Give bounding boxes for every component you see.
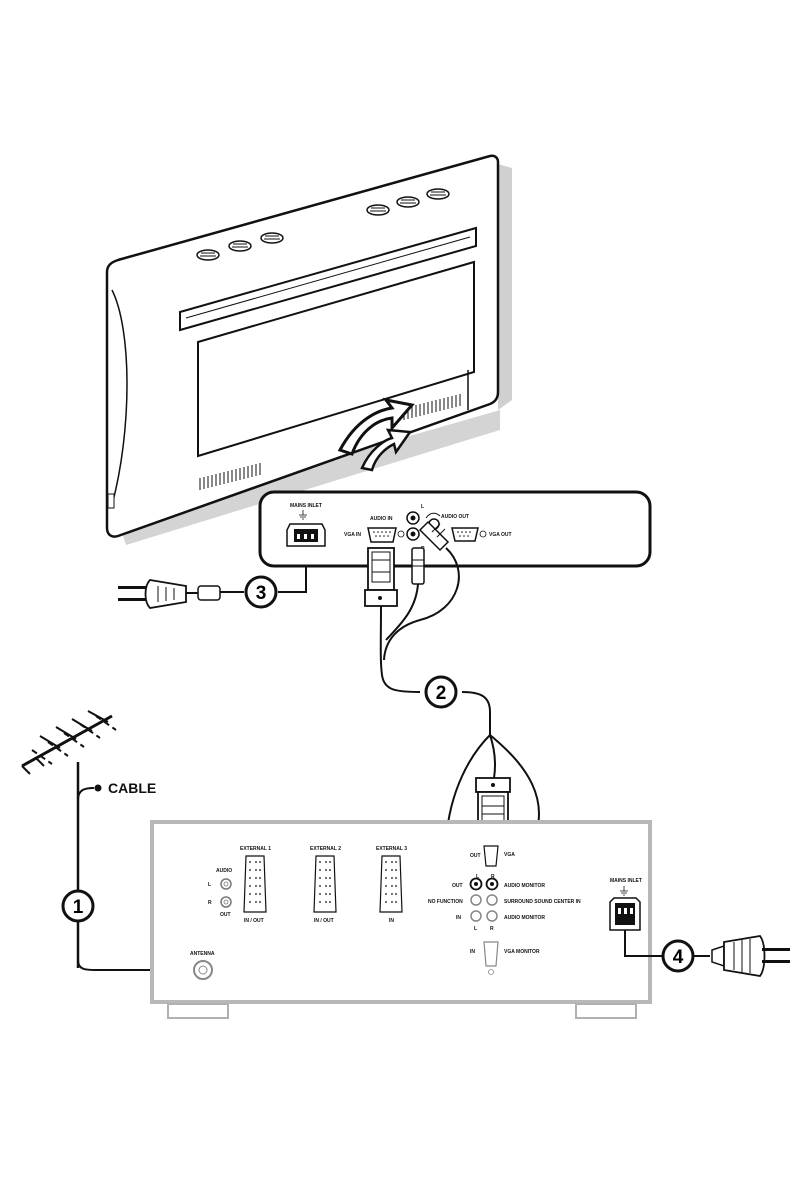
antenna: CABLE 1 (21, 710, 192, 971)
antenna-label: ANTENNA (190, 951, 215, 957)
scart-external-2[interactable] (313, 855, 337, 913)
vga-out-partial-label: VGA (504, 852, 515, 858)
out-row-label: OUT (452, 883, 463, 889)
in-3-label: IN (389, 918, 394, 924)
no-function-jack[interactable] (470, 894, 482, 906)
ground-icon (620, 886, 628, 896)
surround-label: SURROUND SOUND CENTER IN (504, 899, 581, 905)
in-out-1-label: IN / OUT (244, 918, 264, 924)
external-2-label: EXTERNAL 2 (310, 846, 341, 852)
audio-out-label: AUDIO OUT (441, 514, 469, 520)
zoom-arrow-icon (360, 428, 413, 472)
callout-3 (244, 575, 278, 609)
scart-external-1[interactable] (243, 855, 267, 913)
callout-1-number: 1 (73, 897, 84, 918)
tv-mains-inlet-label: MAINS INLET (290, 503, 322, 509)
rx-r-label: R (208, 900, 212, 906)
receiver-vga-out-port[interactable] (483, 845, 499, 867)
row-l2-label: L (474, 926, 477, 932)
tv-rear (105, 154, 512, 545)
vga-monitor-port[interactable] (483, 941, 499, 967)
tv-connector-panel: MAINS INLET AUDIO IN L VGA IN AUDIO OUT … (258, 490, 652, 568)
rx-l-label: L (208, 882, 211, 888)
scart-external-3[interactable] (379, 855, 403, 913)
row-l-label: L (476, 874, 479, 880)
callout-2 (424, 675, 458, 709)
callout-4 (661, 939, 695, 973)
in-row-label: IN (456, 915, 461, 921)
cable-label: CABLE (108, 780, 156, 796)
mains-cable-4: 4 (624, 930, 790, 977)
ground-icon (299, 510, 307, 520)
audio-label: AUDIO (216, 868, 232, 874)
row-r2-label: R (490, 926, 494, 932)
vga-out-label: VGA OUT (489, 532, 512, 538)
mains-cable-3: 3 (118, 566, 307, 609)
vga-out-port[interactable] (451, 527, 479, 542)
rx-mains-inlet-label: MAINS INLET (610, 878, 642, 884)
in-vga-label: IN (470, 949, 475, 955)
audio-in-label: AUDIO IN (370, 516, 393, 522)
vga-plug-top (364, 547, 398, 607)
external-1-label: EXTERNAL 1 (240, 846, 271, 852)
power-plug-icon (723, 935, 766, 977)
in-out-2-label: IN / OUT (314, 918, 334, 924)
external-3-label: EXTERNAL 3 (376, 846, 407, 852)
callout-3-number: 3 (256, 583, 267, 604)
audio-monitor-top-label: AUDIO MONITOR (504, 883, 545, 889)
receiver-box: EXTERNAL 1 EXTERNAL 2 EXTERNAL 3 IN / OU… (150, 820, 652, 1019)
monitor-in-r-jack[interactable] (486, 910, 498, 922)
callout-4-number: 4 (673, 947, 684, 968)
vga-in-label: VGA IN (344, 532, 361, 538)
callout-1 (61, 889, 95, 923)
vga-monitor-label: VGA MONITOR (504, 949, 540, 955)
monitor-in-l-jack[interactable] (470, 910, 482, 922)
out-vga-label: OUT (470, 853, 481, 859)
vga-plug-bottom (475, 777, 511, 829)
tv-l-label: L (421, 504, 424, 510)
audio-monitor-label: AUDIO MONITOR (504, 915, 545, 921)
callout-2-number: 2 (436, 683, 447, 704)
rx-out-label: OUT (220, 912, 231, 918)
no-function-label: NO FUNCTION (428, 899, 463, 905)
surround-center-in-jack[interactable] (486, 894, 498, 906)
svg-text:≡: ≡ (403, 564, 406, 570)
vga-in-port[interactable] (367, 527, 397, 543)
row-r-label: R (491, 874, 495, 880)
